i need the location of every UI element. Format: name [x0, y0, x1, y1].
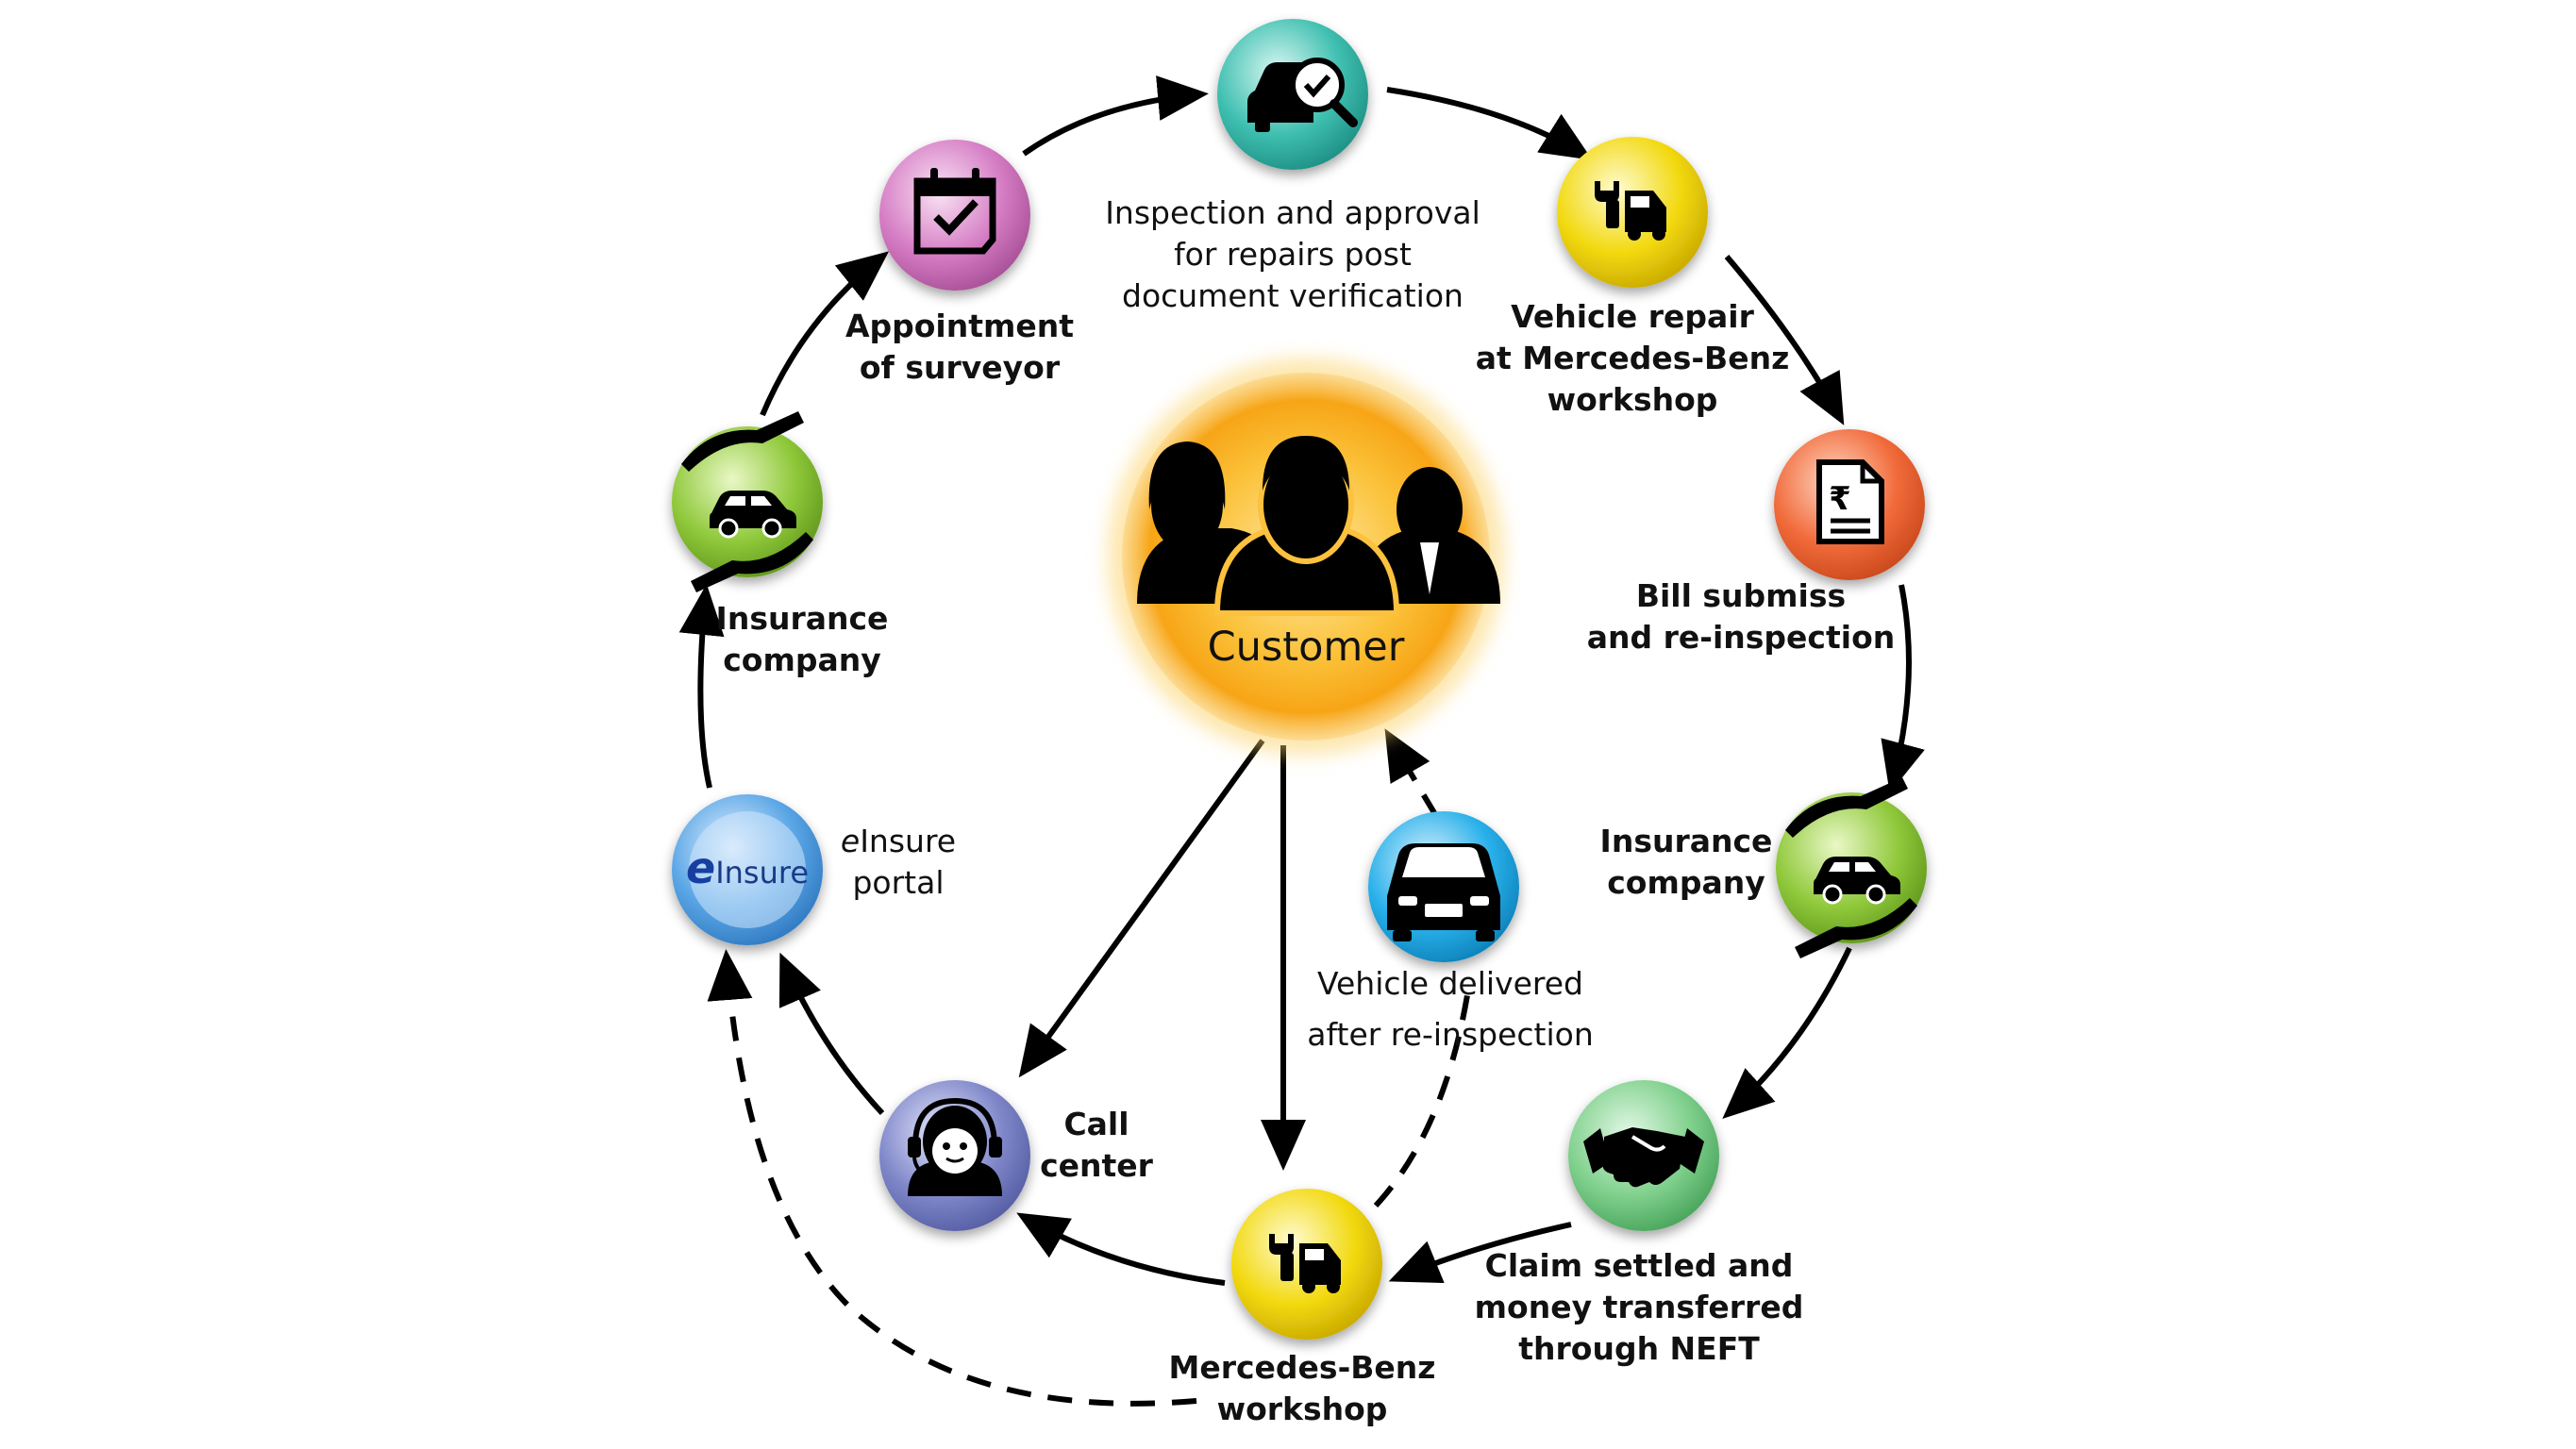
claim-settled-label-line: through NEFT	[1518, 1330, 1760, 1367]
vehicle-repair-label-line: workshop	[1547, 381, 1718, 418]
bill-submiss-label-line: and re-inspection	[1586, 619, 1896, 656]
insurance-company-right-label: Insurance company	[1600, 821, 1773, 904]
car-inspection-icon	[1247, 58, 1358, 132]
customer-label: Customer	[1208, 624, 1405, 671]
arrow-customer-to-callcenter	[1018, 739, 1265, 1078]
svg-text:₹: ₹	[1829, 480, 1851, 518]
rupee-bill-icon: ₹	[1816, 459, 1884, 544]
claim-settled-label: Claim settled and money transferred thro…	[1475, 1245, 1804, 1370]
inspection-label-line: document verification	[1122, 277, 1464, 314]
arrow-workshop-to-einsure-dashed	[707, 949, 1197, 1407]
calendar-check-icon	[913, 168, 996, 255]
mercedes-workshop-label: Mercedes-Benz workshop	[1168, 1347, 1435, 1430]
appointment-node	[879, 140, 1030, 291]
arrow-claim-to-workshop	[1388, 1222, 1572, 1284]
inspection-label-line: Inspection and approval	[1105, 194, 1480, 231]
inspection-node	[1217, 19, 1368, 170]
bill-submiss-label: Bill submiss and re-inspection	[1587, 575, 1896, 658]
appointment-label: Appointment of surveyor	[845, 306, 1074, 389]
vehicle-delivered-node	[1368, 811, 1519, 962]
handshake-icon	[1583, 1127, 1704, 1188]
inspection-label-line: for repairs post	[1174, 236, 1412, 273]
call-center-label-line: Call	[1063, 1106, 1129, 1142]
mercedes-workshop-label-line: Mercedes-Benz	[1168, 1349, 1436, 1386]
flow-arrows	[678, 75, 1925, 1407]
arrow-delivered-to-customer-dashed	[1384, 728, 1439, 818]
insurance-company-left-label-line: company	[723, 641, 881, 678]
arrow-inspection-to-repair	[1386, 87, 1593, 160]
arrow-workshop-to-delivered-dashed	[1373, 994, 1470, 1208]
insurance-company-left-node	[672, 409, 823, 594]
vehicle-repair-label: Vehicle repair at Mercedes-Benz workshop	[1476, 296, 1790, 421]
call-center-label-line: center	[1040, 1147, 1153, 1184]
arrow-einsure-to-insurance	[678, 584, 725, 789]
claim-settled-node	[1568, 1080, 1719, 1231]
vehicle-delivered-label-line: Vehicle delivered	[1316, 965, 1583, 1002]
vehicle-repair-node	[1557, 137, 1708, 288]
vehicle-repair-label-line: Vehicle repair	[1511, 298, 1754, 335]
vehicle-repair-label-line: at Mercedes-Benz	[1475, 340, 1790, 376]
call-center-node	[879, 1080, 1030, 1231]
call-center-agent-icon	[908, 1097, 1002, 1196]
insurance-company-right-label-line: Insurance	[1599, 823, 1773, 859]
insurance-company-right-node	[1776, 775, 1927, 960]
arrow-repair-to-bill	[1724, 255, 1845, 425]
einsure-label-name: Insure	[860, 823, 957, 859]
insurance-company-left-label: Insurance company	[716, 598, 889, 681]
customer-group-icon	[1137, 436, 1500, 616]
einsure-logo-icon: eInsure	[686, 842, 809, 893]
arrow-bill-to-insurance	[1881, 584, 1925, 793]
arrow-workshop-to-callcenter	[1016, 1212, 1226, 1286]
einsure-portal-label-line: portal	[852, 864, 945, 901]
mercedes-workshop-node	[1231, 1189, 1382, 1340]
call-center-label: Call center	[1040, 1104, 1153, 1187]
einsure-label-prefix: e	[840, 823, 861, 859]
bill-submiss-node: ₹	[1774, 429, 1925, 580]
mercedes-workshop-label-line: workshop	[1216, 1391, 1388, 1427]
arrow-appointment-to-inspection	[1022, 75, 1209, 157]
car-front-icon	[1387, 843, 1500, 941]
appointment-label-line: of surveyor	[859, 349, 1061, 386]
arrow-insurance-to-appointment	[760, 251, 890, 417]
inspection-label: Inspection and approval for repairs post…	[1105, 192, 1480, 317]
arrow-callcenter-to-einsure	[778, 952, 885, 1116]
bill-submiss-label-line: Bill submiss	[1635, 577, 1847, 614]
einsure-portal-node: eInsure	[672, 794, 823, 945]
customer-node: Customer	[1108, 358, 1504, 755]
claim-settled-label-line: Claim settled and	[1484, 1247, 1794, 1284]
arrow-insurance-to-claim	[1722, 946, 1852, 1120]
vehicle-delivered-label-line: after re-inspection	[1307, 1016, 1594, 1053]
einsure-portal-label: eInsure portal	[841, 821, 956, 904]
vehicle-delivered-label: Vehicle delivered after re-inspection	[1307, 958, 1594, 1060]
insurance-company-right-label-line: company	[1607, 864, 1765, 901]
claim-settled-label-line: money transferred	[1474, 1289, 1804, 1325]
appointment-label-line: Appointment	[845, 308, 1075, 344]
insurance-company-left-label-line: Insurance	[715, 600, 889, 637]
